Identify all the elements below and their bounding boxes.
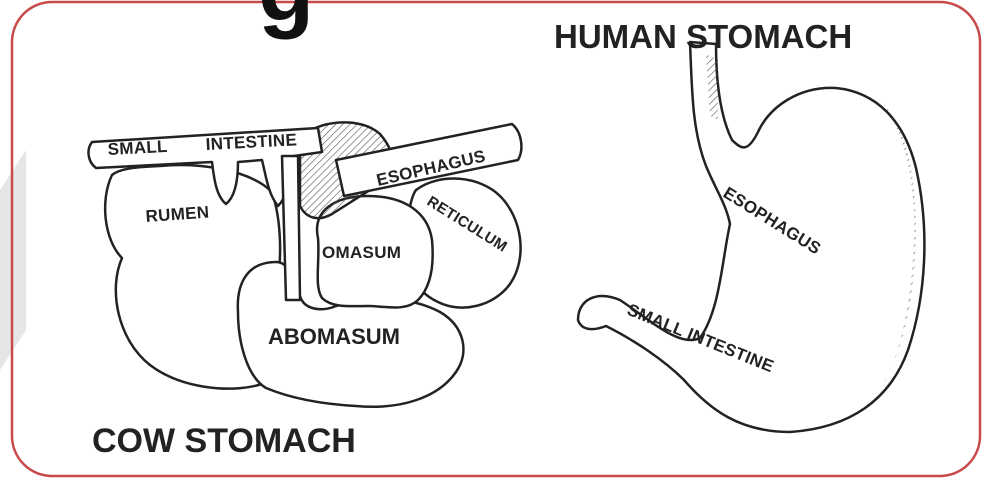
cow-label-small: SMALL — [107, 137, 168, 159]
cow-title: COW STOMACH — [92, 422, 356, 460]
cow-label-omasum: OMASUM — [322, 243, 401, 262]
human-stomach-shape — [578, 42, 924, 432]
human-stomach-drawing — [578, 42, 924, 432]
human-title: HUMAN STOMACH — [554, 18, 852, 55]
top-partial-char: g — [258, 0, 314, 40]
cow-label-abomasum: ABOMASUM — [268, 324, 400, 349]
connector-tube — [282, 156, 300, 300]
